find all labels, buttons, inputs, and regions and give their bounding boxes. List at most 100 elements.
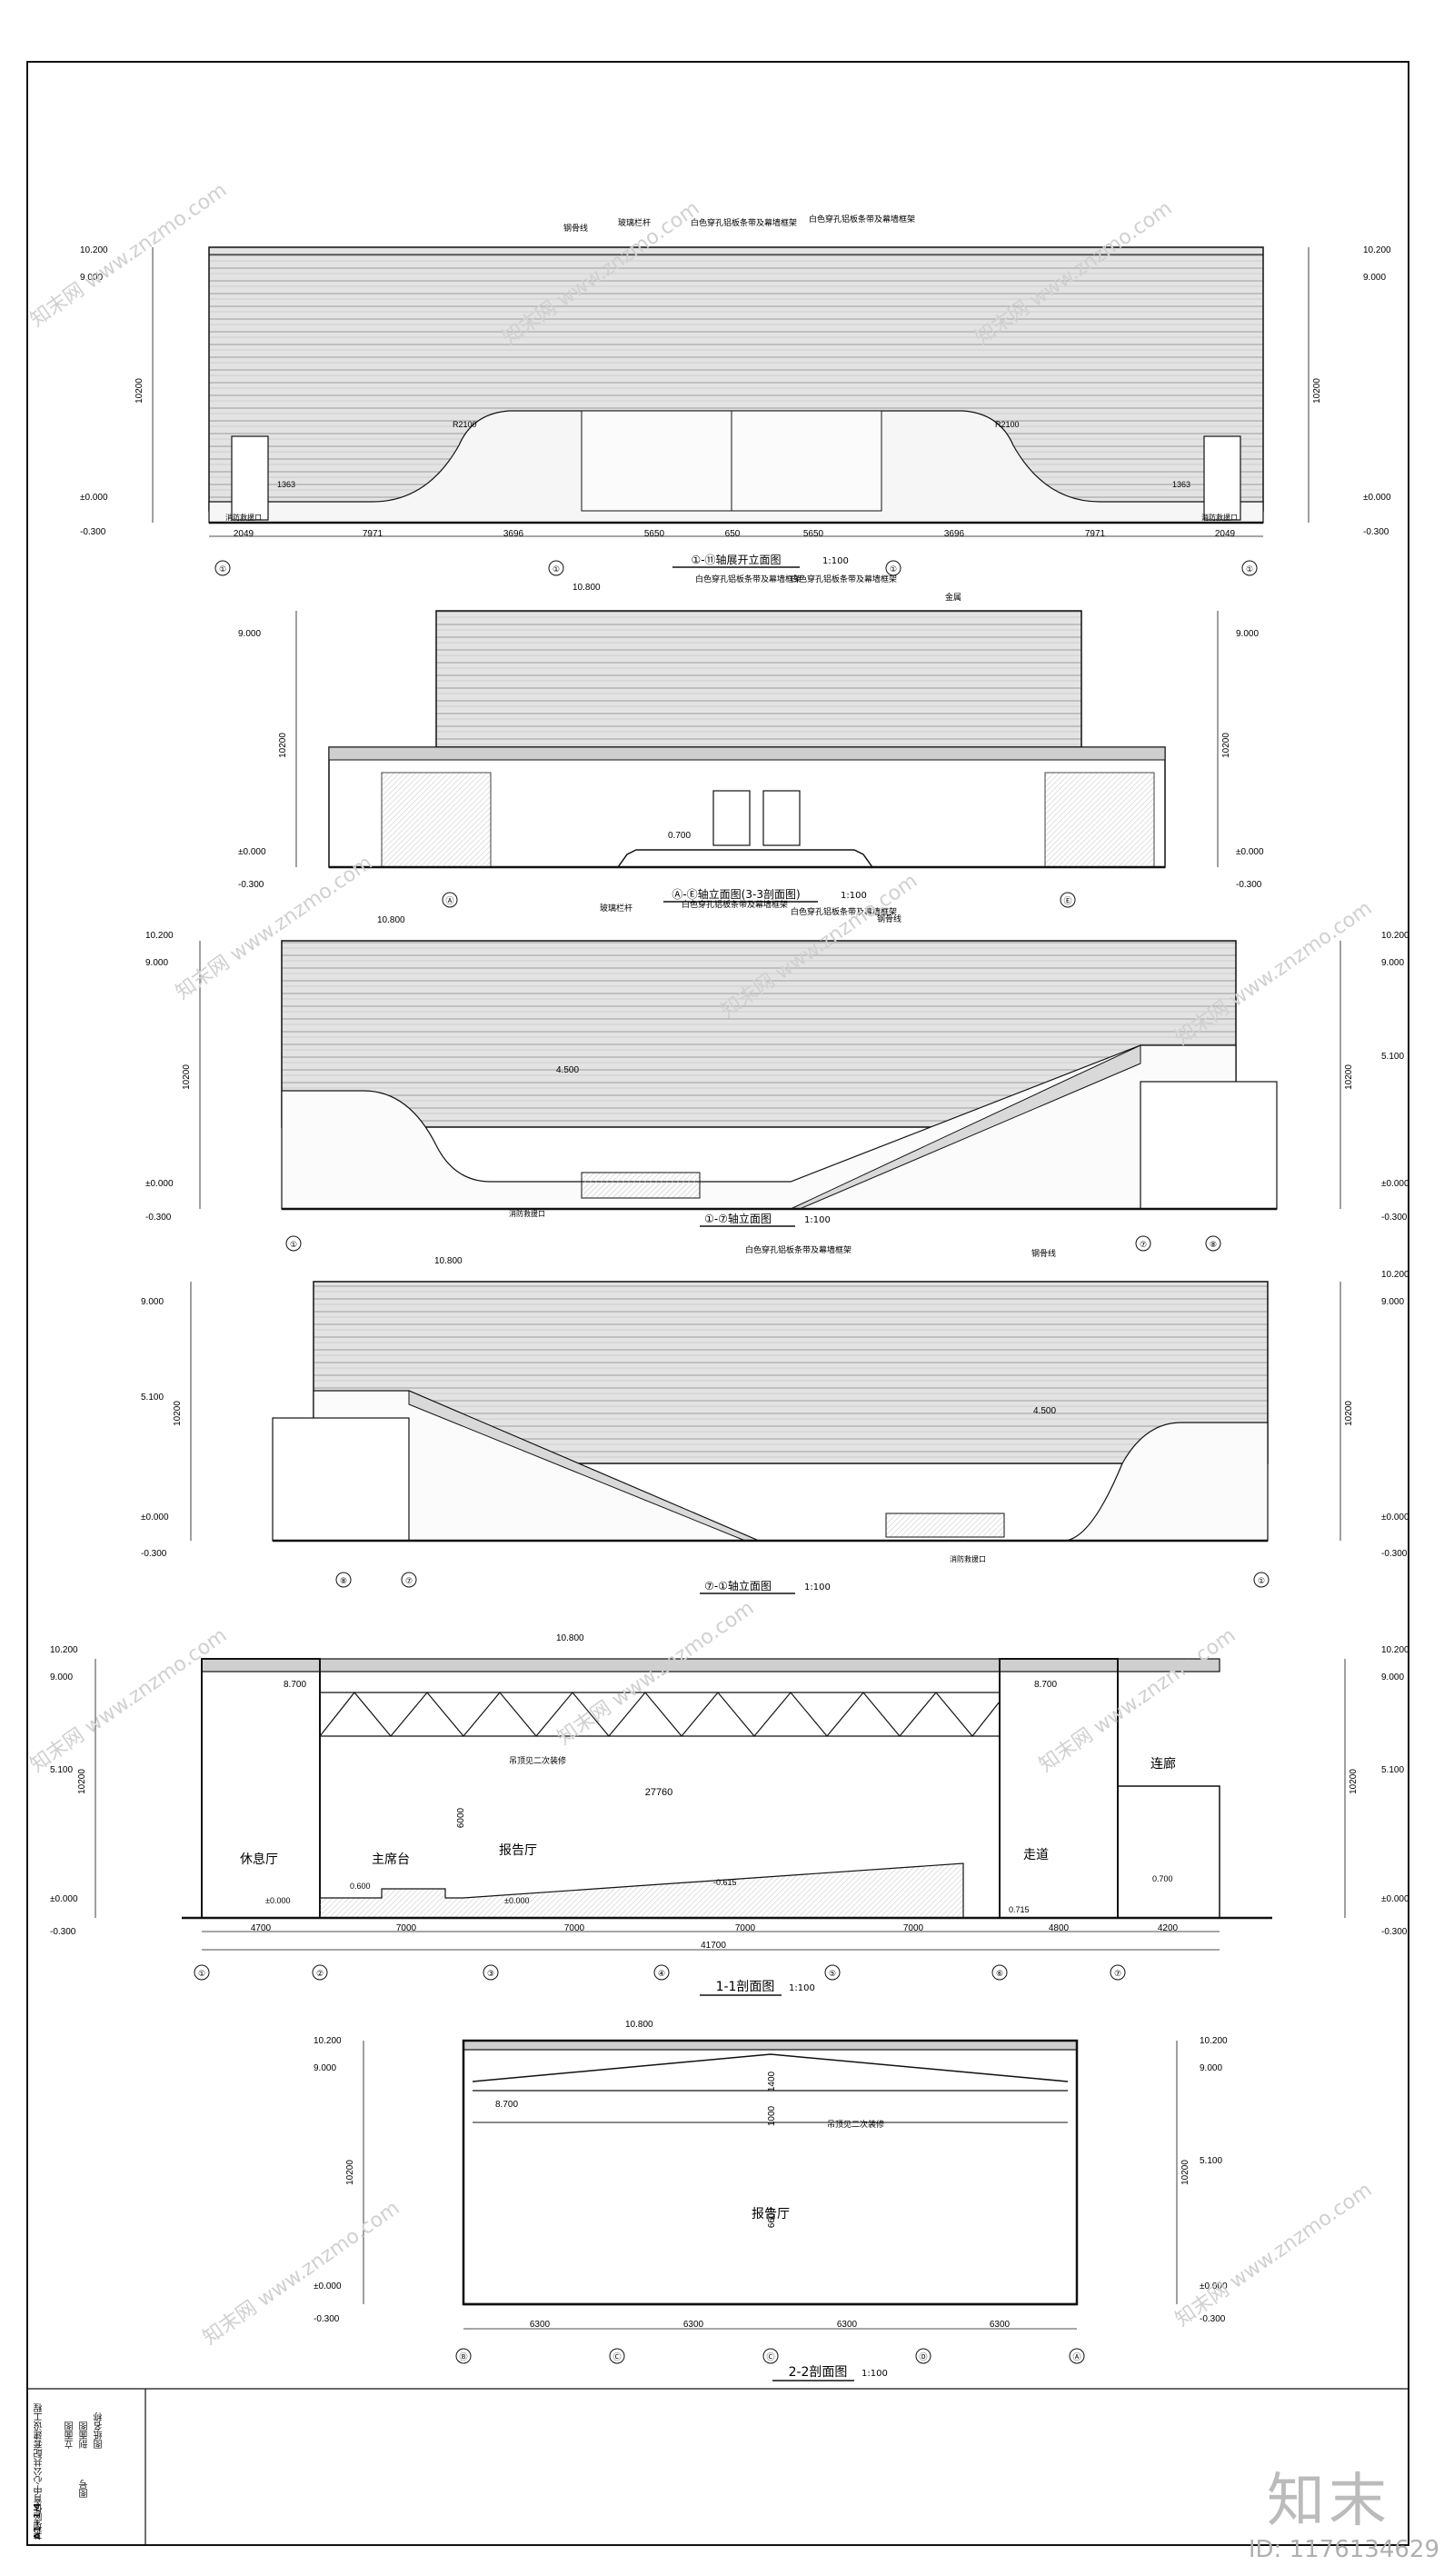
d4-axis-2: ①: [1258, 1577, 1265, 1586]
d6-axis-bubble-1: [609, 2348, 625, 2364]
d4-level-108: 10.800: [434, 1256, 463, 1266]
d6-axis-4: Ⓐ: [1072, 2352, 1081, 2362]
d1-door-left: [231, 435, 269, 521]
title-block-row-1: 剖面图: [80, 2421, 90, 2449]
d2-level-9: 9.000: [238, 629, 261, 639]
d4-vdim-total: 10200: [173, 1401, 183, 1426]
d5-level-9-r: 9.000: [1381, 1672, 1404, 1682]
d2-vdim-total: 10200: [278, 733, 288, 758]
d3-level-9-r: 9.000: [1381, 958, 1404, 968]
d4-axis-bubble-1: [401, 1572, 417, 1588]
d6-room: 报告厅: [752, 2207, 790, 2222]
d5-axis-6: ⑦: [1114, 1970, 1121, 1979]
d6-level-neg-r: -0.300: [1200, 2314, 1226, 2324]
d5-level-9: 9.000: [50, 1672, 73, 1682]
d5-level-neg-r: -0.300: [1381, 1927, 1408, 1937]
d6-hdim-0: 6300: [530, 2320, 551, 2330]
d1-vdim-total-r: 10200: [1312, 378, 1322, 404]
d1-hdim-5: 5650: [644, 529, 665, 539]
d5-hdim-2: 7000: [564, 1923, 585, 1933]
d4-railing: [885, 1513, 1005, 1538]
d3-level-top: 10.200: [145, 931, 174, 941]
d3-ground-note: 消防救援口: [509, 1209, 545, 1218]
d5-room-hall: 报告厅: [499, 1843, 537, 1858]
d5-level-51-r: 5.100: [1381, 1765, 1404, 1775]
d4-vdim-total-r: 10200: [1344, 1401, 1354, 1426]
d5-room-aisle: 走道: [1023, 1848, 1049, 1862]
title-block-row-0: 立面图: [65, 2421, 75, 2449]
d3-level-51-r: 5.100: [1381, 1052, 1404, 1062]
d6-inner-dim-0: 1400: [767, 2071, 777, 2092]
d4-level-9-r: 9.000: [1381, 1297, 1404, 1307]
d1-door-right: [1203, 435, 1241, 521]
d3-note-1: 白色穿孔铝板条带及幕墙框架: [682, 899, 788, 910]
d1-hdim-6: 650: [725, 529, 741, 539]
d2-note-1: 白色穿孔铝板条带及幕墙框架: [791, 574, 897, 584]
d2-level-9-r: 9.000: [1236, 629, 1259, 639]
d5-axis-3: ④: [658, 1970, 665, 1979]
d6-axis-bubble-0: [455, 2348, 472, 2364]
d5-hdim-0: 4700: [251, 1923, 272, 1933]
d6-vdim-total: 10200: [345, 2160, 355, 2185]
d3-vdim-total-r: 10200: [1344, 1064, 1354, 1090]
d3-axis-bubble-2: [1205, 1235, 1221, 1252]
d5-hdim-1: 7000: [396, 1923, 417, 1933]
d4-level-neg-r: -0.300: [1381, 1549, 1408, 1559]
d4-note-1: 钢骨线: [1031, 1248, 1056, 1259]
d3-level-0: ±0.000: [145, 1179, 174, 1189]
d2-note-2: 金属: [945, 592, 961, 603]
d5-axis-bubble-5: [991, 1964, 1008, 1981]
d1-axis-3: ①: [1246, 565, 1253, 574]
d1-ground-note-0: 消防救援口: [225, 513, 262, 522]
d6-axis-bubble-2: [762, 2348, 779, 2364]
d5-hdim-5: 4800: [1049, 1923, 1070, 1933]
d5-level-07: 0.700: [1152, 1874, 1173, 1883]
d5-axis-bubble-4: [824, 1964, 841, 1981]
d3-level-top-r: 10.200: [1381, 931, 1409, 941]
d1-vdim-total: 10200: [134, 378, 144, 404]
d3-railing: [581, 1172, 701, 1199]
d1-level-9: 9.000: [80, 273, 103, 283]
title-block-row-2: 图纸名称: [95, 2412, 105, 2449]
d2-door-right: [762, 790, 801, 846]
d3-level-9: 9.000: [145, 958, 168, 968]
d5-level-102: 10.200: [50, 1645, 78, 1655]
d2-axis-bubble-1: [1060, 892, 1076, 908]
elevation-2: Ⓐ-Ⓔ轴立面图(3-3剖面图) 1:100 10.800 9.000 ±0.00…: [238, 574, 1264, 908]
d1-axis-bubble-1: [548, 560, 564, 576]
d5-level-87-r: 8.700: [1034, 1680, 1057, 1690]
d3-axis-bubble-1: [1135, 1235, 1151, 1252]
d5-note: 吊顶见二次装修: [509, 1755, 566, 1766]
d6-truss-top: [472, 2053, 1069, 2082]
d5-room-podium: 主席台: [372, 1852, 410, 1867]
d1-axis-bubble-2: [885, 560, 901, 576]
d1-note-2: 白色穿孔铝板条带及幕墙框架: [691, 217, 797, 228]
d1-note-1: 玻璃栏杆: [618, 217, 651, 228]
watermark-text: 知末网 www.znzmo.com: [1171, 2179, 1376, 2331]
watermark-text: 知末网 www.znzmo.com: [199, 2197, 403, 2350]
d5-corridor-block: [999, 1658, 1119, 1919]
d6-inner-dim-1: 1000: [767, 2105, 777, 2126]
d3-side-block: [1140, 1081, 1278, 1210]
d4-axis-1: ⑦: [405, 1577, 413, 1586]
d1-radius-0: R2100: [453, 420, 477, 429]
d1-small-dim-1: 1363: [1172, 480, 1190, 489]
d5-truss-box: [319, 1692, 1001, 1737]
section-1-1: 休息厅 主席台 报告厅 走道 连廊 吊顶见二次装修 27760 6000 10.…: [50, 1633, 1409, 1996]
d4-side-block: [272, 1417, 410, 1542]
d6-level-9: 9.000: [314, 2063, 336, 2073]
d5-scale: 1:100: [789, 1983, 815, 1993]
title-block: 某地区体育中心公共配套建设工程 A1+1/4 立面图 剖面图 图纸名称 图号: [27, 2389, 145, 2543]
watermark-text: 知末网 www.znzmo.com: [1035, 1624, 1240, 1777]
title-block-row-3: 图号: [80, 2480, 90, 2498]
d3-note-3: 钢骨线: [877, 914, 901, 924]
d2-door-left: [712, 790, 751, 846]
d1-level-top: 10.200: [80, 245, 108, 255]
d3-axis-bubble-0: [285, 1235, 302, 1252]
d6-axis-3: Ⓓ: [919, 2352, 927, 2362]
d6-level-102-r: 10.200: [1200, 2036, 1228, 2046]
d6-hdim-2: 6300: [837, 2320, 858, 2330]
sheet-border: [26, 61, 1409, 2546]
d3-level-45: 4.500: [556, 1065, 579, 1075]
d5-axis-1: ②: [316, 1970, 324, 1979]
